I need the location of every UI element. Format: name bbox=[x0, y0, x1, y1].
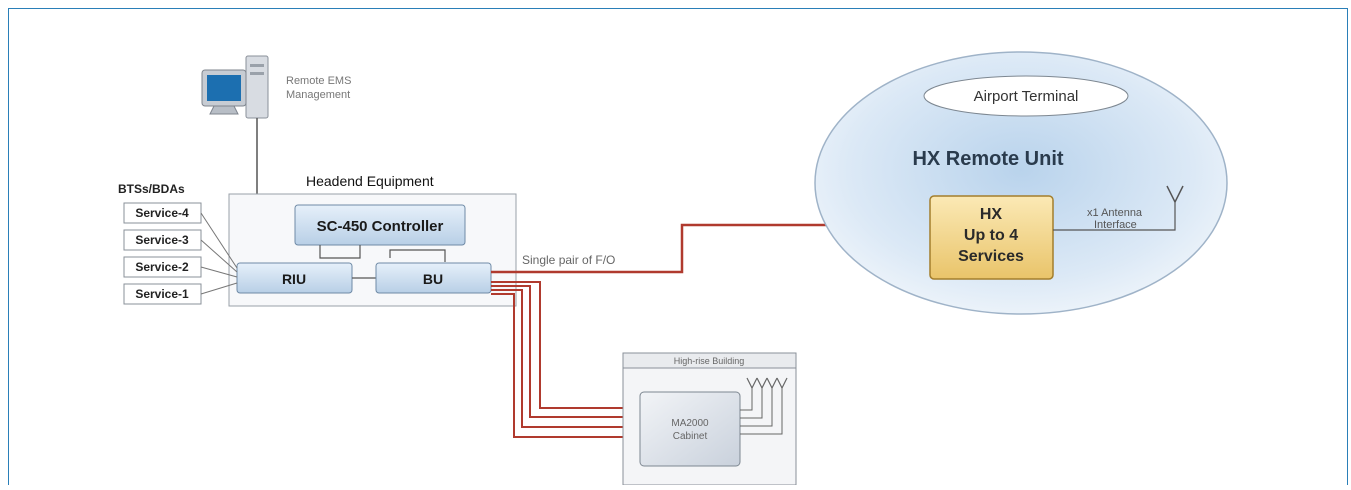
computer-icon bbox=[201, 55, 269, 119]
hx-unit-box bbox=[929, 195, 1054, 280]
bts-title: BTSs/BDAs bbox=[118, 182, 185, 196]
cabinet-label-line2: Cabinet bbox=[673, 431, 708, 442]
hx-unit-line2: Up to 4 bbox=[964, 227, 1018, 244]
hx-unit-line1: HX bbox=[980, 206, 1003, 223]
antenna-link bbox=[1053, 202, 1176, 231]
antenna-icon bbox=[746, 377, 788, 389]
headend-title: Headend Equipment bbox=[306, 173, 434, 189]
service-label: Service-3 bbox=[135, 233, 189, 247]
fiber-bundle-cabinet bbox=[491, 281, 640, 438]
airport-terminal-zone bbox=[814, 51, 1228, 315]
antenna-label-line1: x1 Antenna bbox=[1087, 207, 1143, 219]
cabinet-antenna-links bbox=[740, 388, 783, 435]
service-label: Service-2 bbox=[135, 260, 189, 274]
airport-terminal-badge bbox=[923, 75, 1129, 117]
antenna-icon bbox=[1166, 185, 1184, 203]
cabinet-label-line1: MA2000 bbox=[671, 418, 709, 429]
ma2000-cabinet bbox=[639, 391, 741, 467]
antenna-label-line2: Interface bbox=[1094, 219, 1137, 231]
fiber-label: Single pair of F/O bbox=[522, 253, 615, 267]
airport-terminal-label: Airport Terminal bbox=[974, 88, 1079, 105]
hx-remote-unit-title: HX Remote Unit bbox=[912, 148, 1063, 170]
bu-label: BU bbox=[423, 271, 443, 287]
ems-label-line1: Remote EMS bbox=[286, 75, 351, 87]
bu-box bbox=[375, 262, 492, 294]
hx-unit-line3: Services bbox=[958, 248, 1024, 265]
service-label: Service-4 bbox=[135, 206, 189, 220]
building-title: High-rise Building bbox=[674, 356, 745, 366]
service-riu-links bbox=[200, 212, 238, 295]
riu-label: RIU bbox=[282, 271, 306, 287]
building-header bbox=[622, 352, 797, 369]
sc450-controller-box bbox=[294, 204, 466, 246]
ems-label-line2: Management bbox=[286, 89, 350, 101]
diagram-frame bbox=[8, 8, 1348, 485]
service-list: Service-4 Service-3 Service-2 Service-1 bbox=[123, 202, 202, 305]
controller-bu-link bbox=[389, 249, 446, 262]
service-label: Service-1 bbox=[135, 287, 189, 301]
fiber-link-hx bbox=[491, 223, 930, 274]
controller-label: SC-450 Controller bbox=[317, 218, 444, 235]
controller-riu-link bbox=[319, 245, 361, 259]
